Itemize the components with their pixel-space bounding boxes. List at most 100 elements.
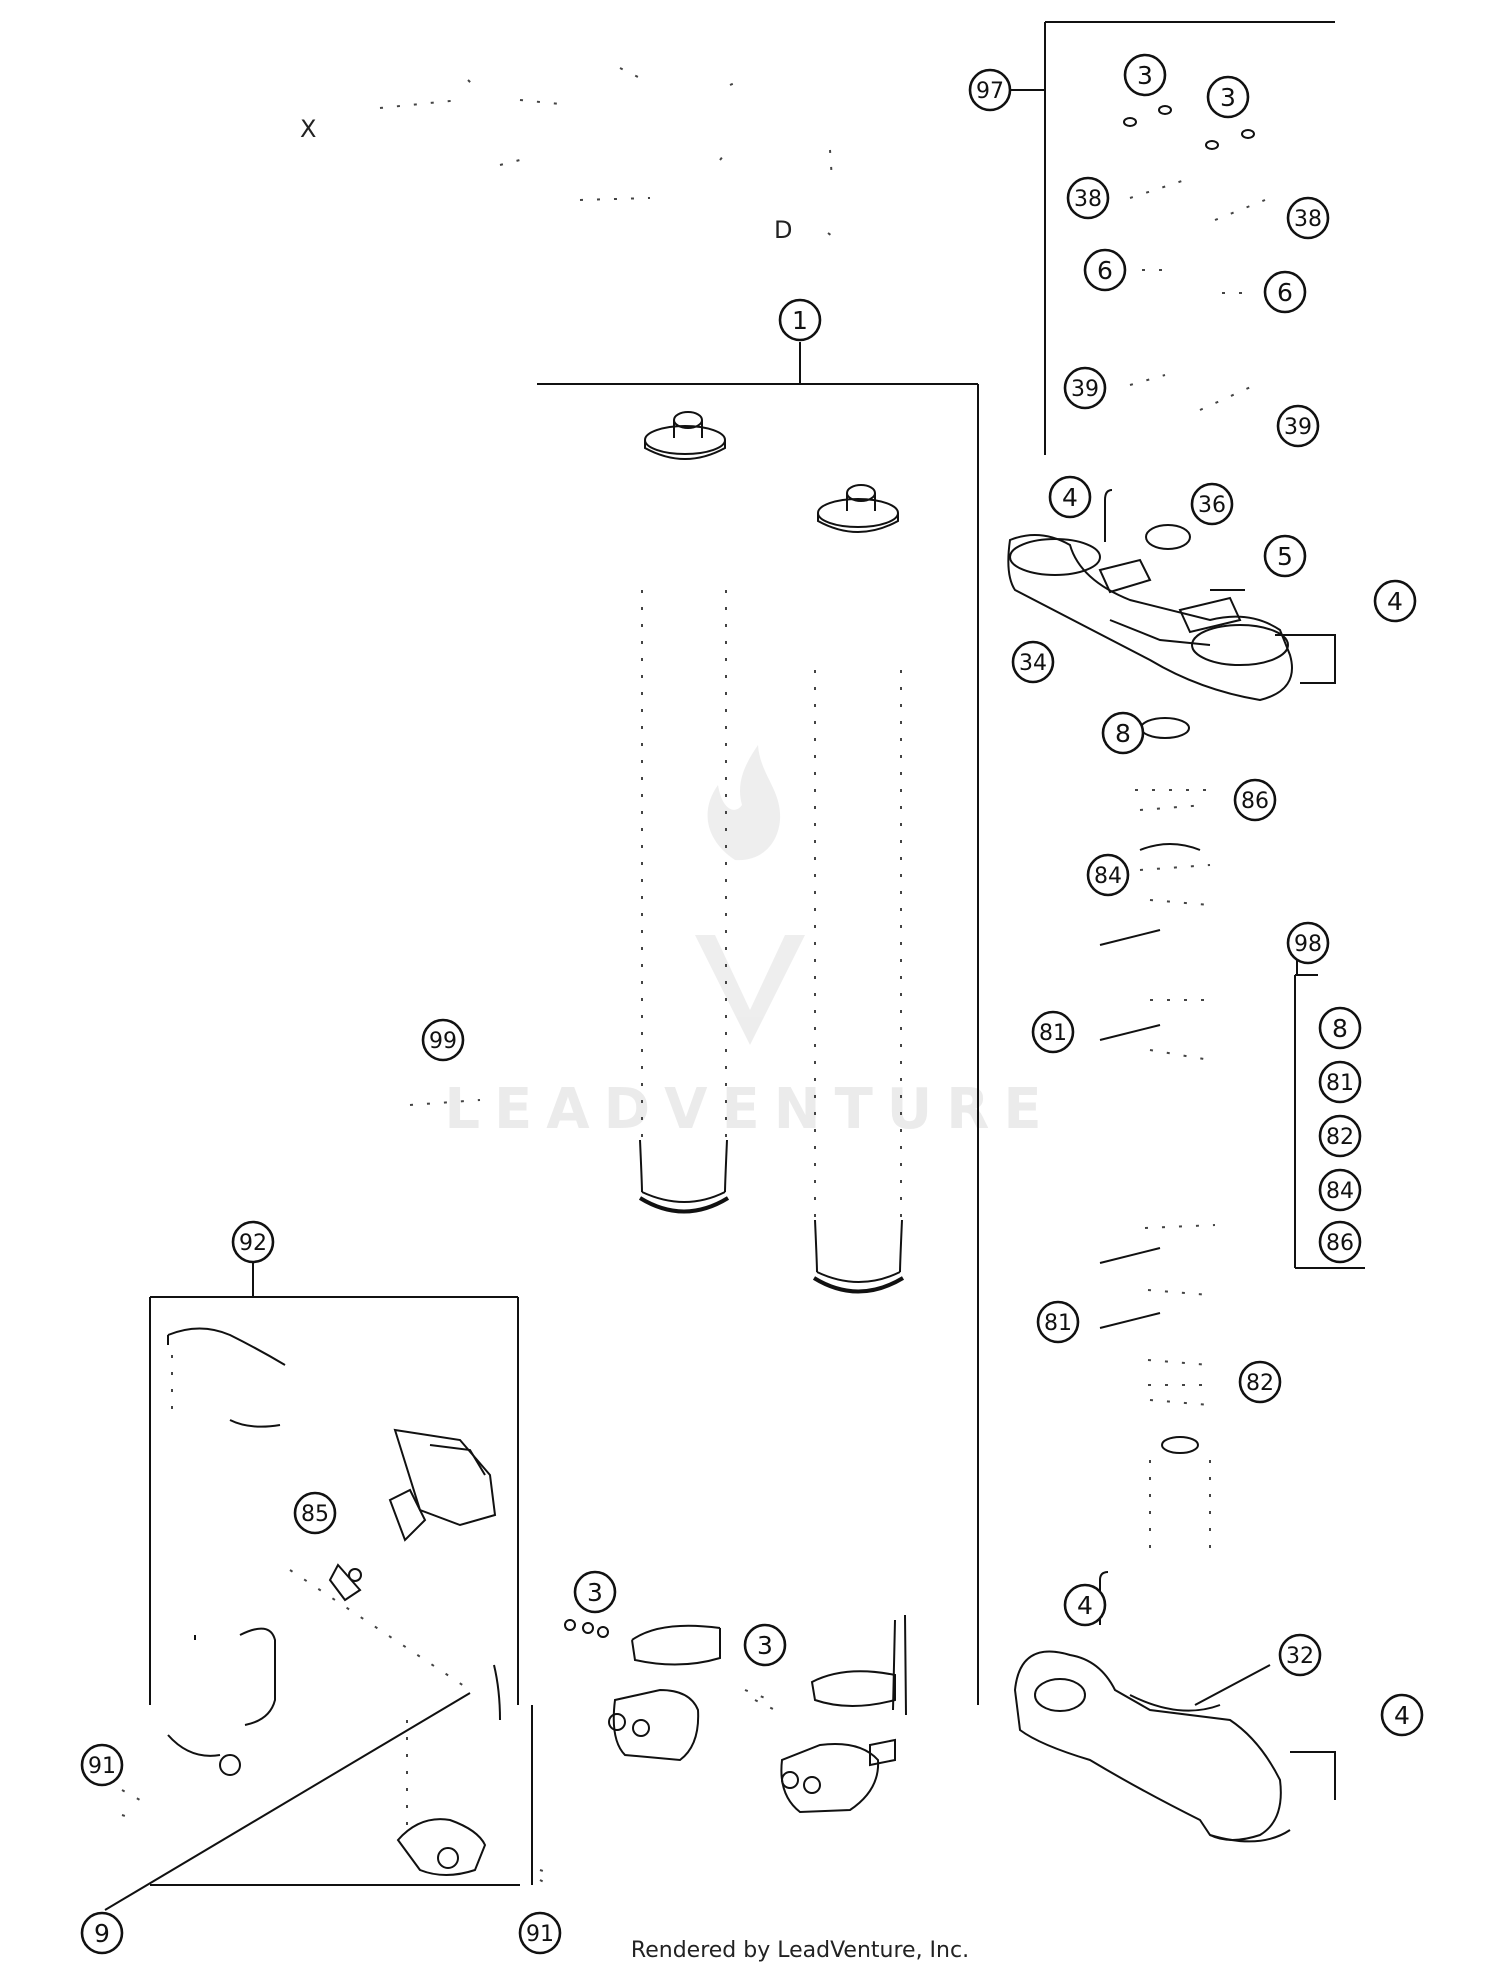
svg-text:32: 32 — [1286, 1644, 1314, 1669]
fork-cap-left — [644, 411, 726, 460]
svg-text:81: 81 — [1044, 1311, 1072, 1336]
svg-text:38: 38 — [1074, 187, 1102, 212]
svg-text:39: 39 — [1284, 415, 1312, 440]
callout-3: 3 — [573, 1570, 617, 1614]
callout-84: 84 — [1318, 1168, 1362, 1212]
part-8 — [1140, 717, 1190, 739]
callout-4: 4 — [1063, 1583, 1107, 1627]
part-91-left — [121, 1789, 141, 1821]
fork-cap-right — [817, 484, 899, 533]
axle-clamps — [564, 1614, 907, 1814]
callout-81: 81 — [1318, 1060, 1362, 1104]
callout-85: 85 — [293, 1491, 337, 1535]
callout-6: 6 — [1083, 248, 1127, 292]
callout-4: 4 — [1373, 579, 1417, 623]
svg-text:99: 99 — [429, 1029, 457, 1054]
callout-8: 8 — [1101, 711, 1145, 755]
svg-text:91: 91 — [526, 1922, 554, 1947]
callout-9: 9 — [80, 1911, 124, 1955]
svg-text:4: 4 — [1062, 483, 1078, 512]
svg-text:36: 36 — [1198, 493, 1226, 518]
callout-81: 81 — [1036, 1300, 1080, 1344]
svg-text:81: 81 — [1326, 1071, 1354, 1096]
svg-text:81: 81 — [1039, 1021, 1067, 1046]
callout-91: 91 — [80, 1743, 124, 1787]
svg-text:1: 1 — [792, 306, 808, 335]
callouts: 1 97 3 3 38 38 6 6 39 39 4 36 5 4 34 8 8… — [80, 53, 1424, 1955]
svg-text:3: 3 — [1220, 83, 1236, 112]
svg-text:3: 3 — [587, 1578, 603, 1607]
callout-32: 32 — [1278, 1633, 1322, 1677]
svg-text:6: 6 — [1277, 278, 1293, 307]
callout-38: 38 — [1066, 176, 1110, 220]
svg-text:86: 86 — [1326, 1231, 1354, 1256]
svg-text:98: 98 — [1294, 932, 1322, 957]
watermark-flame-icon — [707, 745, 781, 861]
axle-clamp-right — [744, 1614, 907, 1814]
callout-98: 98 — [1286, 921, 1330, 965]
callout-3: 3 — [1206, 75, 1250, 119]
callout-36: 36 — [1190, 482, 1234, 526]
stray-marks: X D — [300, 67, 833, 244]
svg-text:4: 4 — [1394, 1701, 1410, 1730]
steering-stem — [1099, 789, 1216, 1560]
svg-text:82: 82 — [1326, 1125, 1354, 1150]
svg-text:8: 8 — [1115, 719, 1131, 748]
callout-97: 97 — [968, 68, 1012, 112]
svg-text:86: 86 — [1241, 789, 1269, 814]
callout-91: 91 — [518, 1911, 562, 1955]
callout-38: 38 — [1286, 196, 1330, 240]
part-36 — [1145, 524, 1191, 550]
svg-text:4: 4 — [1387, 587, 1403, 616]
svg-text:6: 6 — [1097, 256, 1113, 285]
fork-bushing-right — [812, 1219, 905, 1294]
callout-99: 99 — [421, 1018, 465, 1062]
callout-4: 4 — [1380, 1693, 1424, 1737]
svg-text:3: 3 — [1137, 61, 1153, 90]
callout-3: 3 — [743, 1623, 787, 1667]
bracket-lines — [149, 21, 1365, 1886]
svg-text:38: 38 — [1294, 207, 1322, 232]
svg-text:4: 4 — [1077, 1591, 1093, 1620]
small-parts-97 — [1123, 105, 1266, 411]
svg-text:34: 34 — [1019, 651, 1047, 676]
svg-text:85: 85 — [301, 1502, 329, 1527]
svg-text:5: 5 — [1277, 542, 1293, 571]
part-99 — [409, 1099, 481, 1106]
axle-clamp-left — [564, 1619, 721, 1762]
top-triple-clamp — [1007, 489, 1336, 739]
callout-5: 5 — [1263, 534, 1307, 578]
svg-text:3: 3 — [757, 1631, 773, 1660]
callout-92: 92 — [231, 1220, 275, 1264]
svg-text:91: 91 — [88, 1754, 116, 1779]
callout-82: 82 — [1318, 1114, 1362, 1158]
callout-86: 86 — [1233, 778, 1277, 822]
svg-text:92: 92 — [239, 1231, 267, 1256]
svg-text:97: 97 — [976, 79, 1004, 104]
watermark-text: LEADVENTURE — [444, 1077, 1055, 1142]
callout-4: 4 — [1048, 475, 1092, 519]
callout-86: 86 — [1318, 1220, 1362, 1264]
watermark: LEADVENTURE — [444, 745, 1055, 1142]
svg-text:82: 82 — [1246, 1371, 1274, 1396]
part-91-right — [539, 1869, 556, 1889]
svg-text:39: 39 — [1071, 377, 1099, 402]
fork-guard-kit — [104, 1327, 556, 1911]
callout-84: 84 — [1086, 853, 1130, 897]
letter-d: D — [774, 216, 792, 244]
callout-34: 34 — [1011, 640, 1055, 684]
watermark-v-icon — [695, 935, 805, 1045]
fork-legs — [409, 411, 905, 1294]
callout-82: 82 — [1238, 1360, 1282, 1404]
svg-text:8: 8 — [1332, 1014, 1348, 1043]
footer-credit: Rendered by LeadVenture, Inc. — [631, 1938, 969, 1963]
callout-39: 39 — [1063, 366, 1107, 410]
callout-3: 3 — [1123, 53, 1167, 97]
svg-text:84: 84 — [1326, 1179, 1354, 1204]
callout-1: 1 — [778, 298, 822, 342]
letter-x: X — [300, 115, 316, 143]
callout-39: 39 — [1276, 404, 1320, 448]
callout-8: 8 — [1318, 1006, 1362, 1050]
fork-bushing-left — [638, 1139, 730, 1214]
